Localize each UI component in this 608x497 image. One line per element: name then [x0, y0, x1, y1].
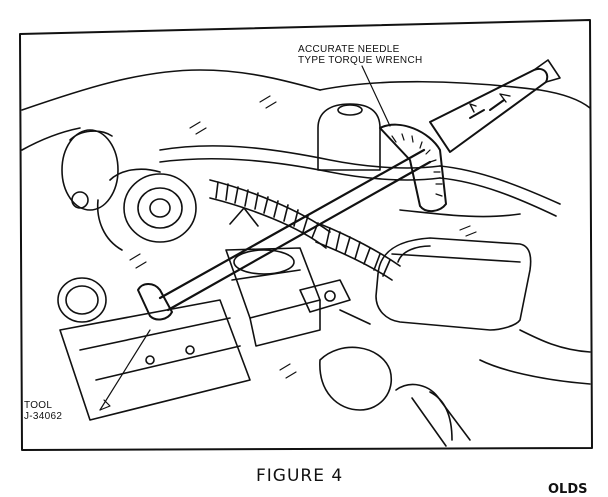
wrench-rod	[158, 148, 426, 300]
oil-filler-cap	[57, 277, 107, 323]
figure-caption: FIGURE 4	[256, 466, 344, 486]
torque-wrench	[137, 59, 561, 321]
right-hose	[439, 165, 561, 205]
valve-cover	[59, 299, 251, 421]
wrench-dial	[379, 123, 447, 212]
shading-marks	[129, 95, 477, 379]
callout-tool-line1: TOOL	[24, 400, 53, 411]
callout-tool-line2: J-34062	[24, 411, 63, 422]
brake-booster	[61, 129, 119, 211]
upper-radiator-hose	[159, 145, 441, 169]
callout-wrench-line2: TYPE TORQUE WRENCH	[298, 55, 423, 66]
tool-callout: TOOL J-34062	[24, 400, 62, 422]
windshield-washer-reservoir	[375, 237, 532, 331]
wrench-leader-line	[361, 65, 391, 127]
air-cleaner-canister	[96, 168, 197, 251]
carburetor	[225, 247, 321, 347]
left-fender-line	[21, 127, 81, 151]
torque-wrench-callout: ACCURATE NEEDLE TYPE TORQUE WRENCH	[298, 44, 423, 66]
wrench-head	[137, 283, 173, 321]
frame-border	[19, 19, 593, 451]
edge-cut-text: OLDS	[548, 482, 588, 497]
lower-right-assembly	[319, 329, 591, 447]
upper-cowl	[319, 80, 591, 109]
throttle-linkage	[229, 207, 371, 325]
corrugated-hose-lower	[315, 223, 401, 281]
hood-edge	[21, 69, 321, 111]
tool-leader-line	[99, 329, 151, 411]
callout-wrench-line1: ACCURATE NEEDLE	[298, 44, 400, 55]
